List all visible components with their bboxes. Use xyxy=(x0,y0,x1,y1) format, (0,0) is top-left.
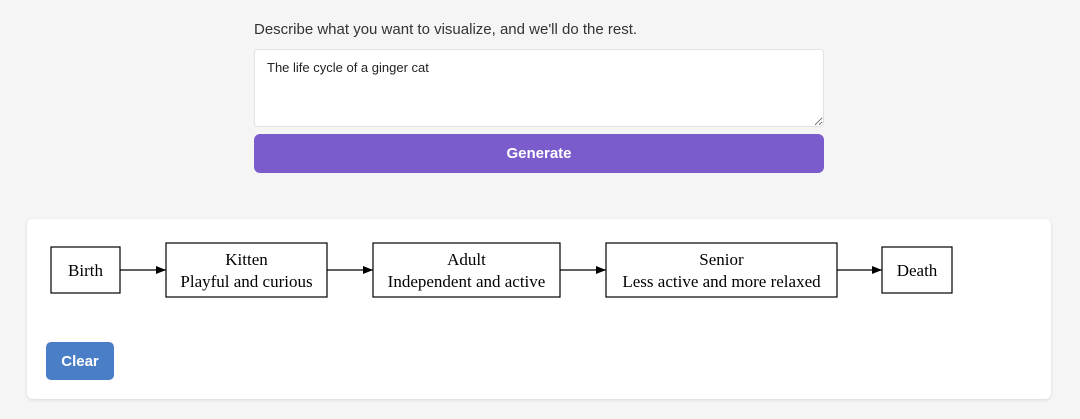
node-title: Adult xyxy=(447,250,486,269)
node-title: Birth xyxy=(68,261,103,280)
flow-diagram: Birth Kitten Playful and curious Adult I… xyxy=(50,242,953,298)
node-title: Death xyxy=(897,261,938,280)
generate-button[interactable]: Generate xyxy=(254,134,824,173)
diagram-node-kitten: Kitten Playful and curious xyxy=(165,242,328,298)
prompt-description: Describe what you want to visualize, and… xyxy=(254,21,638,38)
diagram-node-death: Death xyxy=(881,246,953,294)
node-subtitle: Less active and more relaxed xyxy=(622,272,821,291)
node-title: Kitten xyxy=(225,250,268,269)
diagram-node-birth: Birth xyxy=(50,246,121,294)
node-title: Senior xyxy=(699,250,744,269)
clear-button[interactable]: Clear xyxy=(46,342,114,380)
diagram-node-senior: Senior Less active and more relaxed xyxy=(605,242,838,298)
diagram-node-adult: Adult Independent and active xyxy=(372,242,561,298)
diagram-output-card: Birth Kitten Playful and curious Adult I… xyxy=(27,219,1051,399)
node-subtitle: Playful and curious xyxy=(180,272,312,291)
prompt-input[interactable] xyxy=(254,49,824,127)
node-subtitle: Independent and active xyxy=(388,272,546,291)
